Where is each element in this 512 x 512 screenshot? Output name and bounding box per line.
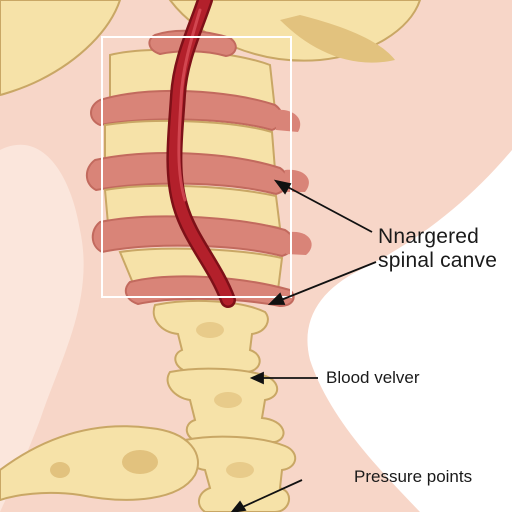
label-enlarged-line2: spinal canve bbox=[378, 249, 498, 272]
label-pressure: Pressure points bbox=[354, 467, 473, 486]
highlight-box bbox=[101, 36, 292, 298]
skull-shadow bbox=[280, 15, 395, 63]
disc-1 bbox=[90, 89, 284, 132]
upper-vertebrae bbox=[85, 29, 312, 308]
shoulder-light bbox=[0, 144, 84, 512]
label-blood: Blood velver bbox=[326, 368, 420, 387]
lower-vertebrae bbox=[0, 299, 297, 512]
blood-vessel-highlight bbox=[177, 8, 202, 202]
arrow-enlarged-canal bbox=[281, 183, 373, 233]
disc-2 bbox=[85, 152, 289, 196]
leader-arrows bbox=[230, 179, 377, 512]
arrow-spinal-lower bbox=[275, 261, 377, 303]
skull-left bbox=[0, 0, 122, 97]
arrow-pressure bbox=[235, 479, 303, 511]
label-enlarged-line1: Nnargered bbox=[378, 225, 480, 248]
